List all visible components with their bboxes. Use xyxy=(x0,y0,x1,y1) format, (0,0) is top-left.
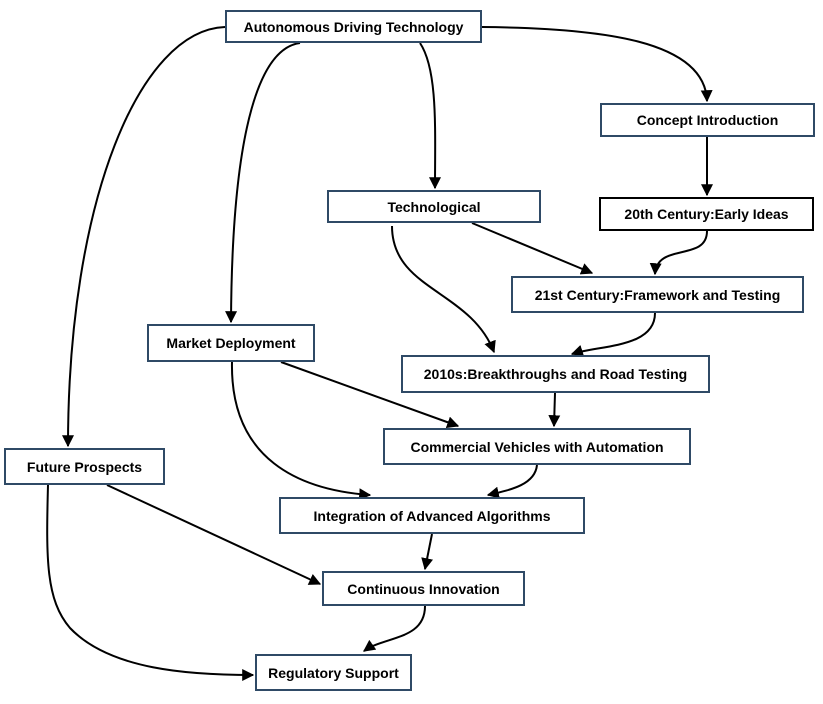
edge-market-to-integration xyxy=(230,361,372,501)
edge-continuous-to-regulatory xyxy=(363,605,426,652)
edge-2010s-to-commercial xyxy=(548,392,561,428)
edge-framework-to-2010s xyxy=(570,312,656,357)
node-21st-century-framework: 21st Century:Framework and Testing xyxy=(511,276,804,313)
edge-autonomous-to-future xyxy=(62,26,226,448)
node-commercial-vehicles: Commercial Vehicles with Automation xyxy=(383,428,691,465)
node-continuous-innovation: Continuous Innovation xyxy=(322,571,525,606)
node-concept-introduction: Concept Introduction xyxy=(600,103,815,137)
edge-autonomous-to-market xyxy=(225,42,301,324)
edge-tech-to-framework xyxy=(471,222,594,275)
node-integration-of-advanced-algorithms: Integration of Advanced Algorithms xyxy=(279,497,585,534)
node-future-prospects: Future Prospects xyxy=(4,448,165,485)
edge-future-to-continuous xyxy=(106,484,322,585)
edge-market-to-commercial xyxy=(280,361,460,428)
edge-future-to-regulatory xyxy=(46,484,255,681)
node-regulatory-support: Regulatory Support xyxy=(255,654,412,691)
node-autonomous-driving-technology: Autonomous Driving Technology xyxy=(225,10,482,43)
node-2010s-breakthroughs: 2010s:Breakthroughs and Road Testing xyxy=(401,355,710,393)
node-technological: Technological xyxy=(327,190,541,223)
node-20th-century-early-ideas: 20th Century:Early Ideas xyxy=(599,197,814,231)
edge-tech-to-2010s xyxy=(391,225,496,354)
edge-integration-to-continuous xyxy=(421,533,434,571)
edge-autonomous-to-technological xyxy=(419,42,442,190)
node-market-deployment: Market Deployment xyxy=(147,324,315,362)
edge-autonomous-to-concept xyxy=(481,26,713,103)
edge-early-to-framework xyxy=(649,230,708,276)
edge-commercial-to-integration xyxy=(486,464,538,499)
